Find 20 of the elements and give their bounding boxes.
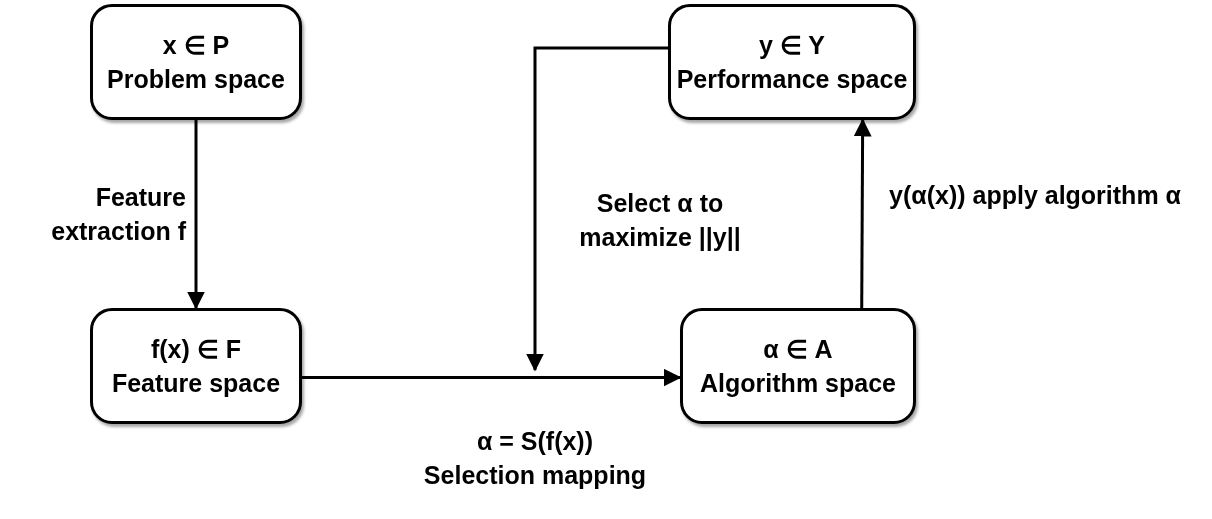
formula-text: x ∈ P (162, 30, 230, 61)
arrow (853, 118, 872, 308)
edge-label: Feature extraction f (50, 182, 186, 247)
box-title: Performance space (676, 64, 908, 95)
box-title: Problem space (107, 64, 285, 95)
process-box (90, 308, 302, 424)
edge-label: Select α to maximize ||y|| (578, 188, 742, 253)
formula-text: α ∈ A (763, 334, 833, 365)
arrow (187, 120, 205, 310)
box-title: Algorithm space (700, 368, 896, 399)
box-title: Feature space (111, 368, 281, 399)
formula-text: y ∈ Y (759, 30, 825, 61)
process-box (668, 4, 916, 120)
formula-text: f(x) ∈ F (150, 334, 241, 365)
arrow (526, 46, 668, 372)
process-box (680, 308, 916, 424)
edge-label: y(α(x)) apply algorithm α (888, 180, 1182, 211)
edge-label: α = S(f(x)) Selection mapping (422, 426, 648, 491)
process-box (90, 4, 302, 120)
arrow (302, 368, 682, 387)
